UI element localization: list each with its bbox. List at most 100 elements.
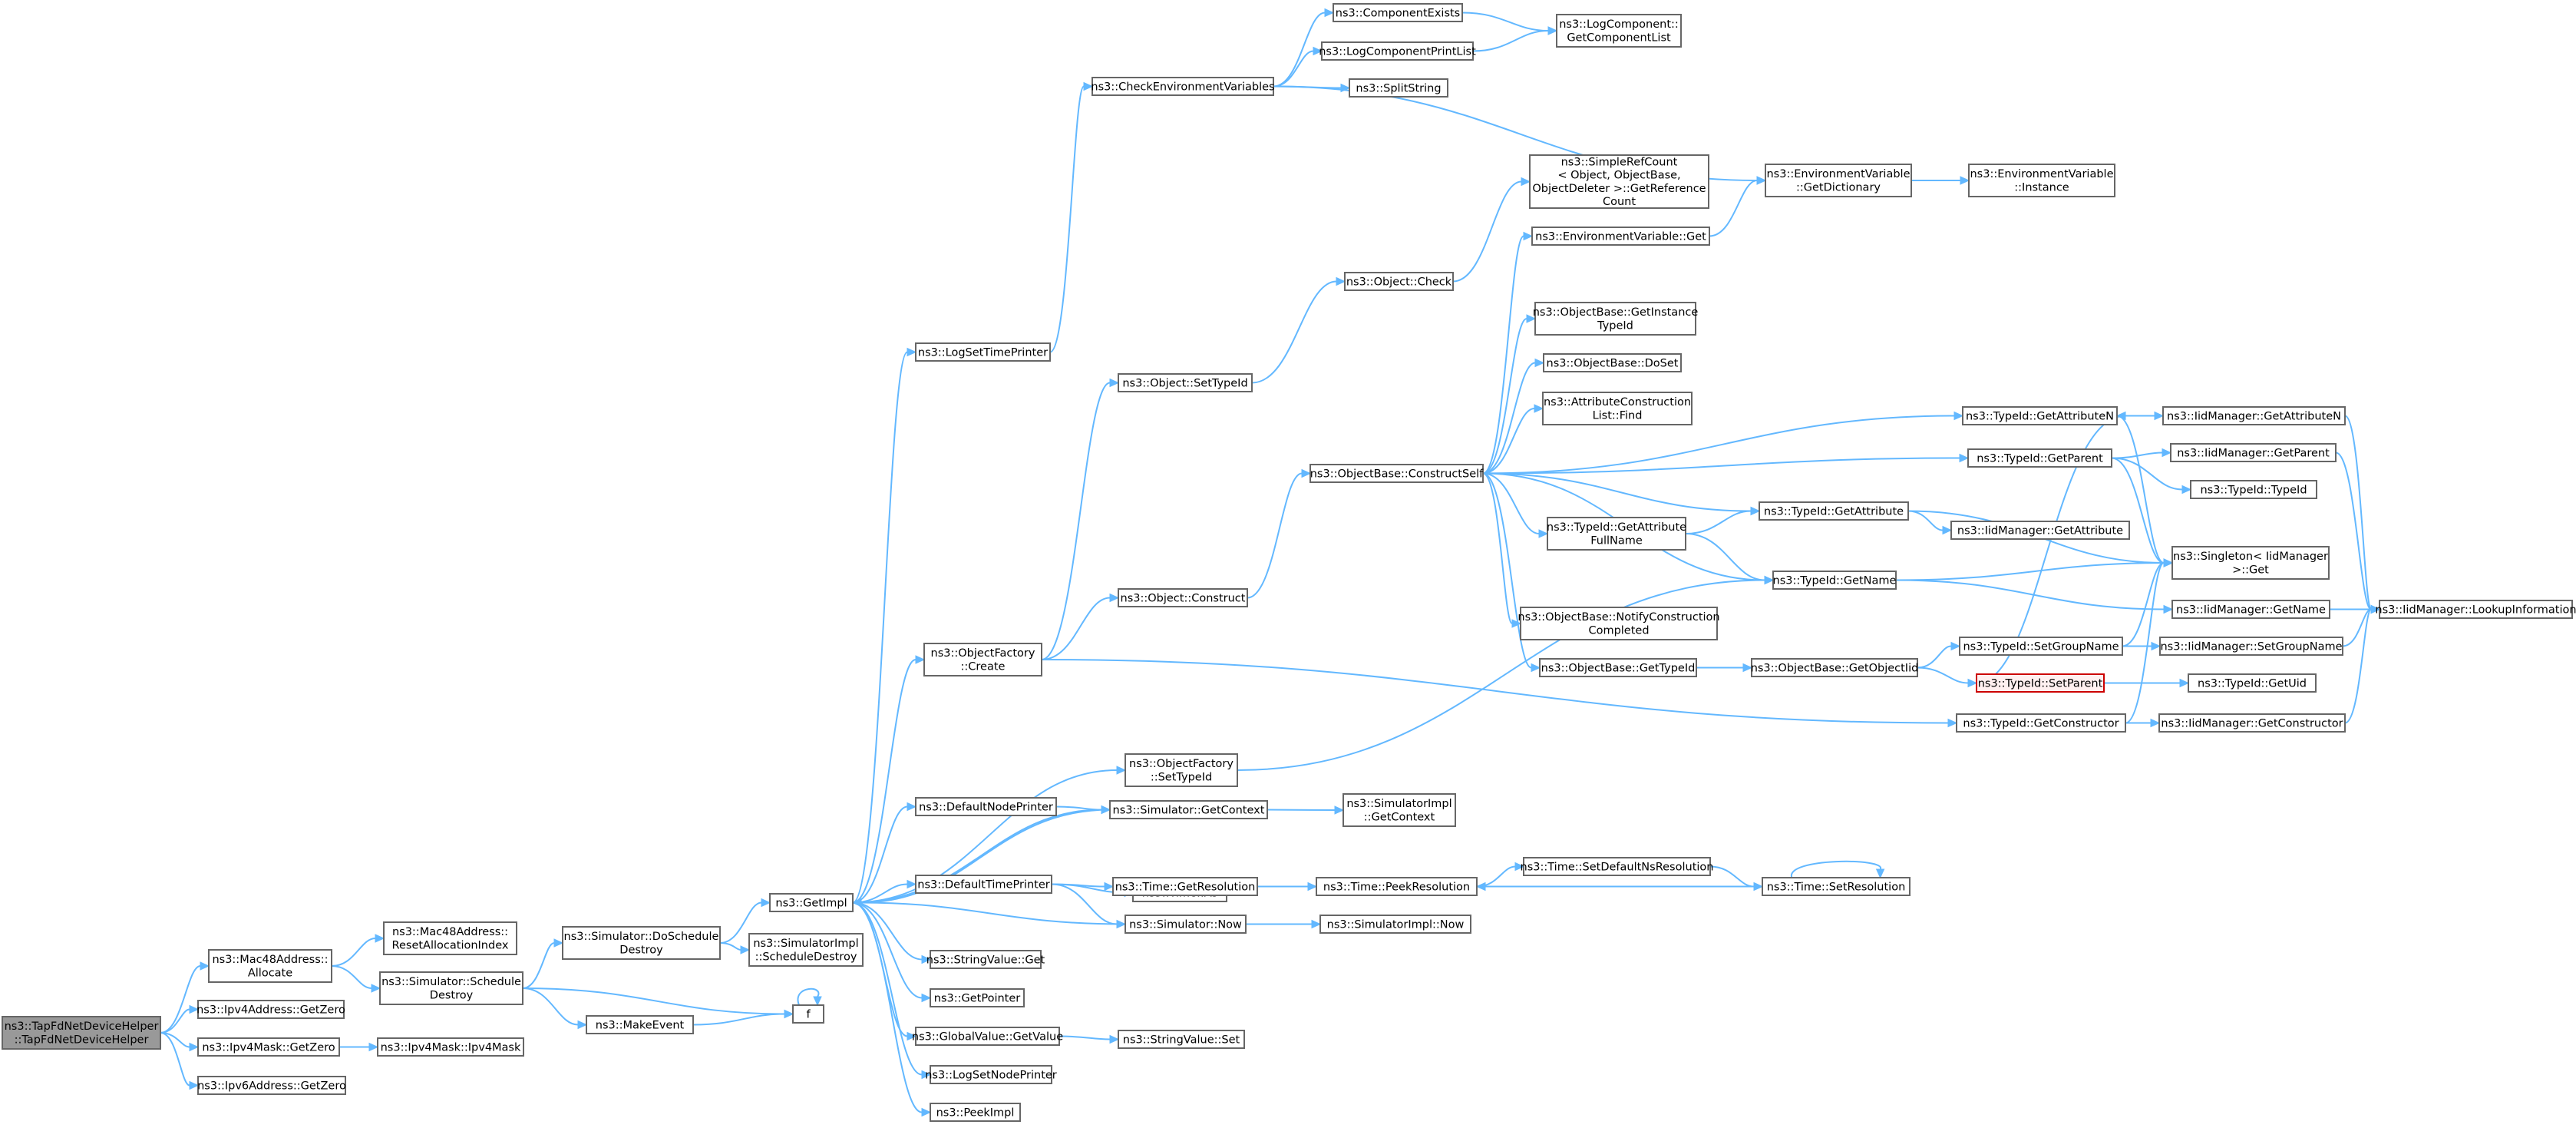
node-iidSetGroupName[interactable]: ns3::IidManager::SetGroupName xyxy=(2159,637,2343,656)
node-objectSetTypeId[interactable]: ns3::Object::SetTypeId xyxy=(1118,373,1253,392)
node-objFactoryCreate[interactable]: ns3::ObjectFactory::Create xyxy=(923,643,1042,676)
node-ipv4maskgetzero[interactable]: ns3::Ipv4Mask::GetZero xyxy=(197,1037,340,1057)
node-typeIdTypeId[interactable]: ns3::TypeId::TypeId xyxy=(2190,480,2317,499)
node-label: ns3::IidManager::GetAttributeN xyxy=(2167,410,2341,422)
edge-line xyxy=(1461,12,1549,31)
edge-arrowhead xyxy=(915,655,926,664)
node-constructSelf[interactable]: ns3::ObjectBase::ConstructSelf xyxy=(1309,464,1484,483)
node-label: ns3::Simulator::Now xyxy=(1129,918,1242,931)
node-timeGetResolution[interactable]: ns3::Time::GetResolution xyxy=(1112,877,1258,896)
node-typeIdGetUid[interactable]: ns3::TypeId::GetUid xyxy=(2188,673,2317,693)
node-typeIdGetParent[interactable]: ns3::TypeId::GetParent xyxy=(1967,448,2112,468)
node-envVarGet[interactable]: ns3::EnvironmentVariable::Get xyxy=(1531,227,1710,246)
edge-simNow-to-simImplNow xyxy=(1245,919,1322,929)
node-notifyConstructionCompleted[interactable]: ns3::ObjectBase::NotifyConstructionCompl… xyxy=(1518,607,1720,640)
node-timePeekResolution[interactable]: ns3::Time::PeekResolution xyxy=(1316,877,1478,896)
node-splitString[interactable]: ns3::SplitString xyxy=(1349,78,1448,98)
node-stringValueSet[interactable]: ns3::StringValue::Set xyxy=(1118,1030,1245,1049)
node-typeIdGetName[interactable]: ns3::TypeId::GetName xyxy=(1772,571,1897,590)
node-objectBaseGetTypeId[interactable]: ns3::ObjectBase::GetTypeId xyxy=(1539,658,1697,677)
node-defaultNodePrinter[interactable]: ns3::DefaultNodePrinter xyxy=(915,797,1057,816)
node-ipv4getzero[interactable]: ns3::Ipv4Address::GetZero xyxy=(197,1000,345,1019)
node-simImplNow[interactable]: ns3::SimulatorImpl::Now xyxy=(1319,915,1471,934)
edge-line xyxy=(522,987,579,1026)
node-objFactorySetTypeId[interactable]: ns3::ObjectFactory::SetTypeId xyxy=(1125,753,1238,787)
edge-arrowhead xyxy=(553,938,564,948)
node-peekImpl[interactable]: ns3::PeekImpl xyxy=(930,1103,1021,1122)
node-box xyxy=(1321,41,1474,61)
node-logCompGetList[interactable]: ns3::LogComponent::GetComponentList xyxy=(1556,14,1682,48)
edge-arrowhead xyxy=(1109,378,1120,388)
node-doSet[interactable]: ns3::ObjectBase::DoSet xyxy=(1543,353,1682,372)
edge-line xyxy=(1273,50,1314,88)
node-label: ns3::ObjectBase::GetObjectIid xyxy=(1751,662,1919,674)
node-checkEnvVars[interactable]: ns3::CheckEnvironmentVariables xyxy=(1091,77,1275,96)
node-objectConstruct[interactable]: ns3::Object::Construct xyxy=(1118,588,1248,607)
node-box xyxy=(1539,658,1697,677)
node-iidGetParent[interactable]: ns3::IidManager::GetParent xyxy=(2170,443,2337,462)
node-typeIdGetAttributeN[interactable]: ns3::TypeId::GetAttributeN xyxy=(1962,406,2118,425)
node-box xyxy=(923,643,1042,676)
node-simImplSchedDestroy[interactable]: ns3::SimulatorImpl::ScheduleDestroy xyxy=(748,933,864,967)
node-componentExists[interactable]: ns3::ComponentExists xyxy=(1333,3,1463,22)
node-label: ns3::TapFdNetDeviceHelper xyxy=(5,1020,159,1033)
node-getPointer[interactable]: ns3::GetPointer xyxy=(930,988,1025,1007)
node-simpleRefCount[interactable]: ns3::SimpleRefCount< Object, ObjectBase,… xyxy=(1529,154,1709,209)
node-typeIdGetAttribute[interactable]: ns3::TypeId::GetAttribute xyxy=(1759,501,1909,521)
node-objectCheck[interactable]: ns3::Object::Check xyxy=(1344,272,1454,291)
node-simImplGetContext[interactable]: ns3::SimulatorImpl::GetContext xyxy=(1342,793,1456,827)
node-typeIdGetConstructor[interactable]: ns3::TypeId::GetConstructor xyxy=(1956,713,2126,733)
node-iidLookupInformation[interactable]: ns3::IidManager::LookupInformation xyxy=(2375,600,2576,619)
node-box xyxy=(1316,877,1478,896)
edge-line xyxy=(2344,608,2372,724)
edge-mac48alloc-to-resetalloc xyxy=(331,934,385,967)
node-getImpl[interactable]: ns3::GetImpl xyxy=(769,893,854,912)
node-ipv4maskctor[interactable]: ns3::Ipv4Mask::Ipv4Mask xyxy=(377,1037,524,1057)
node-makeEvent[interactable]: ns3::MakeEvent xyxy=(586,1015,694,1034)
node-resetalloc[interactable]: ns3::Mac48Address::ResetAllocationIndex xyxy=(383,921,517,955)
node-globalValueGetValue[interactable]: ns3::GlobalValue::GetValue xyxy=(912,1027,1063,1046)
node-envVarGetDictionary[interactable]: ns3::EnvironmentVariable::GetDictionary xyxy=(1765,164,1912,197)
node-label: ns3::LogSetNodePrinter xyxy=(925,1069,1057,1081)
node-ipv6getzero[interactable]: ns3::Ipv6Address::GetZero xyxy=(197,1076,346,1095)
node-simGetContext[interactable]: ns3::Simulator::GetContext xyxy=(1109,800,1268,819)
edge-constructSelf-to-objectBaseGetTypeId xyxy=(1482,472,1541,673)
node-timeSetResolution[interactable]: ns3::Time::SetResolution xyxy=(1762,877,1911,896)
edge-line xyxy=(852,901,923,1113)
node-schedDestroy[interactable]: ns3::Simulator::ScheduleDestroy xyxy=(379,971,523,1005)
node-f[interactable]: f xyxy=(792,1004,824,1024)
node-iidGetAttribute[interactable]: ns3::IidManager::GetAttribute xyxy=(1950,521,2130,540)
node-label: ::ScheduleDestroy xyxy=(755,951,857,963)
node-simNow[interactable]: ns3::Simulator::Now xyxy=(1125,915,1247,934)
node-root[interactable]: ns3::TapFdNetDeviceHelper::TapFdNetDevic… xyxy=(2,1016,161,1050)
node-typeIdSetGroupName[interactable]: ns3::TypeId::SetGroupName xyxy=(1959,637,2123,656)
node-defaultTimePrinter[interactable]: ns3::DefaultTimePrinter xyxy=(915,875,1052,894)
node-iidGetName[interactable]: ns3::IidManager::GetName xyxy=(2171,600,2330,619)
node-envVarInstance[interactable]: ns3::EnvironmentVariable::Instance xyxy=(1968,164,2115,197)
node-singletonGet[interactable]: ns3::Singleton< IidManager>::Get xyxy=(2171,546,2330,580)
node-box xyxy=(915,342,1051,362)
node-mac48alloc[interactable]: ns3::Mac48Address::Allocate xyxy=(208,949,332,983)
node-logSetTimePrinter[interactable]: ns3::LogSetTimePrinter xyxy=(915,342,1051,362)
node-label: ::GetDictionary xyxy=(1796,181,1881,194)
edge-arrowhead xyxy=(2370,604,2381,614)
node-iidGetConstructor[interactable]: ns3::IidManager::GetConstructor xyxy=(2158,713,2346,733)
node-label: ns3::SimpleRefCount xyxy=(1561,157,1678,169)
node-label: ns3::TypeId::GetAttribute xyxy=(1547,521,1686,534)
node-typeIdSetParent[interactable]: ns3::TypeId::SetParent xyxy=(1976,673,2105,693)
node-logSetNodePrinter[interactable]: ns3::LogSetNodePrinter xyxy=(925,1065,1057,1084)
node-logComponentPrintList[interactable]: ns3::LogComponentPrintList xyxy=(1319,41,1476,61)
edge-typeIdGetAttributeN-to-singletonGet xyxy=(2116,415,2174,567)
edge-typeIdGetConstructor-to-iidGetConstructor xyxy=(2125,718,2161,728)
edge-root-to-mac48alloc xyxy=(160,961,210,1034)
node-stringValueGet[interactable]: ns3::StringValue::Get xyxy=(926,950,1045,969)
edge-line xyxy=(1041,659,1949,724)
node-iidGetAttributeN[interactable]: ns3::IidManager::GetAttributeN xyxy=(2162,406,2346,425)
node-setDefaultNsResolution[interactable]: ns3::Time::SetDefaultNsResolution xyxy=(1521,857,1714,876)
node-objectBaseGetObjectIid[interactable]: ns3::ObjectBase::GetObjectIid xyxy=(1751,658,1919,677)
